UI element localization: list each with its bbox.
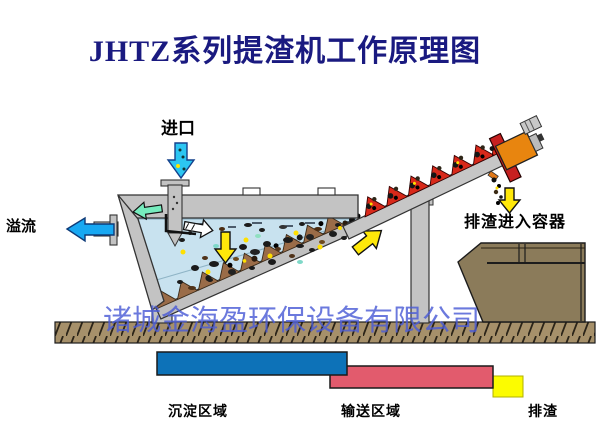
discharge-label: 排渣进入容器 <box>464 214 567 231</box>
settle-arrow-icon <box>213 231 238 265</box>
transport-arrow-icon <box>351 229 383 256</box>
page-title: JHTZ系列提渣机工作原理图 <box>88 35 482 68</box>
zone-label-conveying: 输送区域 <box>341 403 401 419</box>
legend-bar-sedimentation <box>156 351 348 376</box>
circulation-arrow-icon <box>132 201 164 221</box>
drive-motor <box>494 115 545 171</box>
discharge-arrow-icon <box>497 187 522 215</box>
overflow-arrow-icon <box>65 216 115 243</box>
ground <box>54 321 596 344</box>
inlet-pipe <box>160 179 197 248</box>
tank-lug <box>317 187 336 196</box>
legend-bar-conveying <box>329 365 494 389</box>
legend-bars <box>156 351 524 398</box>
zone-label-sedimentation: 沉淀区域 <box>168 403 228 419</box>
zone-label-discharge: 排渣 <box>528 403 558 419</box>
inlet-arrow-icon <box>166 142 196 180</box>
company-watermark: 诸城金海盈环保设备有限公司 <box>103 305 481 337</box>
slag-container <box>457 242 586 323</box>
overflow-label: 溢流 <box>6 218 37 235</box>
flow-arrow-icon <box>182 218 214 239</box>
falling-slag <box>487 170 503 205</box>
legend-bar-discharge <box>492 375 524 398</box>
inlet-label: 进口 <box>161 119 195 138</box>
tank-lug <box>242 187 261 196</box>
